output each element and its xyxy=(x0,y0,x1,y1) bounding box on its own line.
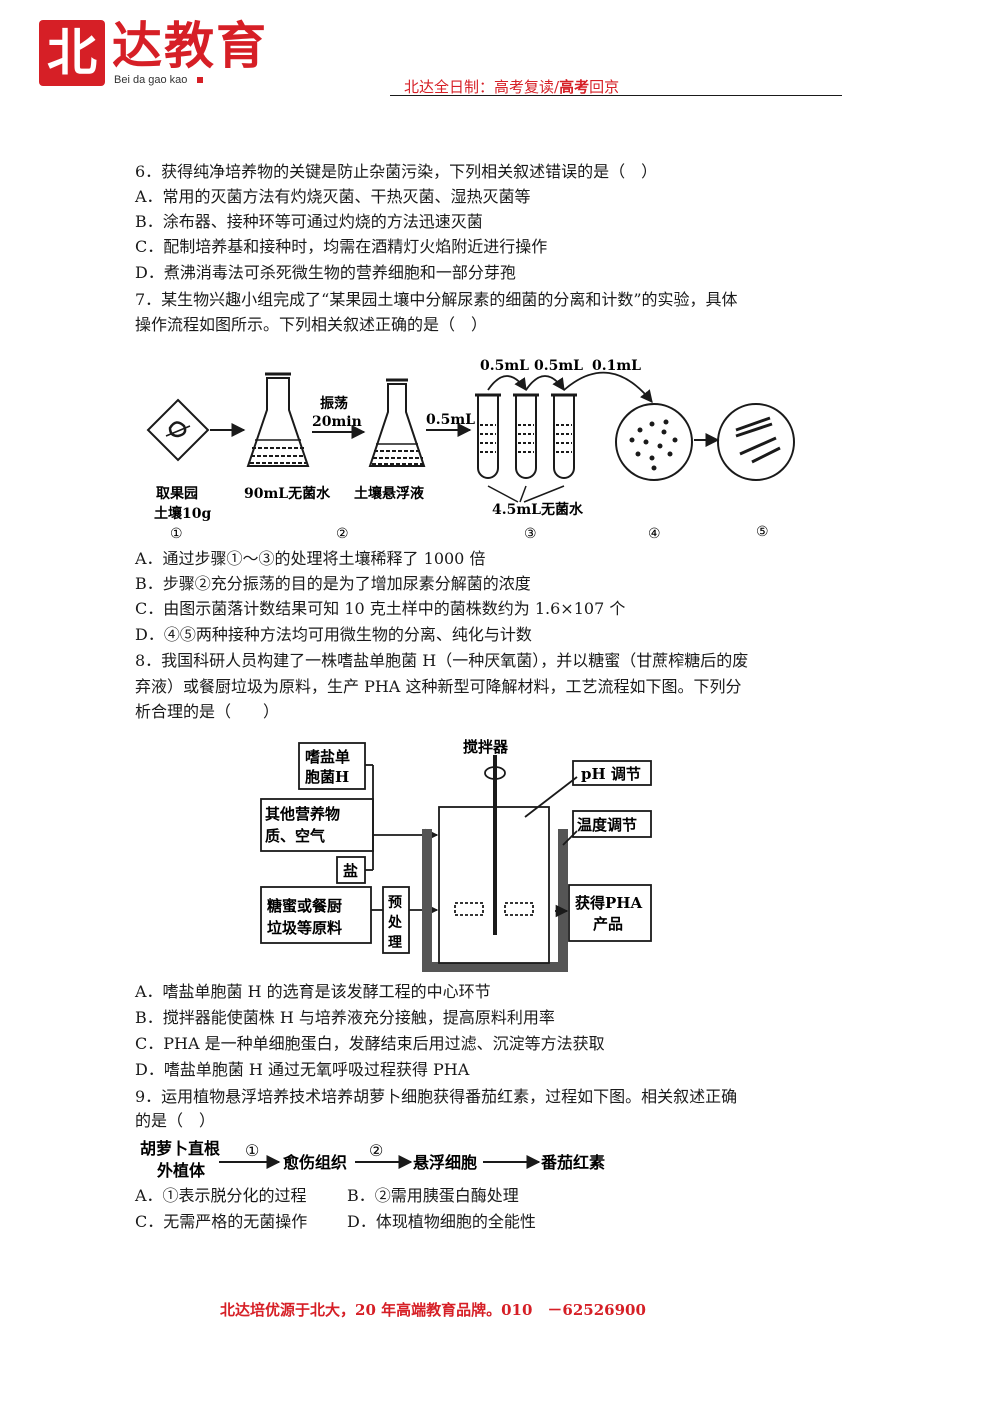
explant-label-line1: 胡萝卜直根 xyxy=(140,1139,220,1158)
q8-stem-line1: 8．我国科研人员构建了一株嗜盐单胞菌 H（一种厌氧菌），并以糖蜜（甘蔗榨糖后的废 xyxy=(135,651,749,670)
box-ph-control xyxy=(572,760,652,786)
step-2-marker: ② xyxy=(369,1141,383,1160)
q8-option-c: C．PHA 是一种单细胞蛋白，发酵结束后用过滤、沉淀等方法获取 xyxy=(135,1034,605,1053)
colony-dots xyxy=(629,419,678,471)
q6-option-d: D．煮沸消毒法可杀死微生物的营养细胞和一部分芽孢 xyxy=(135,263,516,282)
stirrer-rotation-icon xyxy=(484,766,506,780)
step-1-marker: ① xyxy=(245,1141,259,1160)
vol-label-1: 0.5mL xyxy=(426,412,475,428)
step-number-4: ④ xyxy=(648,526,661,542)
salt-label: 盐 xyxy=(343,862,358,880)
q8-figure: 嗜盐单 胞菌H 其他营养物 质、空气 盐 糖蜜或餐厨 垃圾等原料 预 处 理 搅… xyxy=(260,738,652,972)
raw-label-line1: 糖蜜或餐厨 xyxy=(267,897,342,915)
flask1-label: 90mL无菌水 xyxy=(244,485,331,502)
q9-option-b: B．②需用胰蛋白酶处理 xyxy=(347,1186,519,1205)
shake-time-label: 20min xyxy=(312,414,362,430)
vol-label-4: 0.1mL xyxy=(592,358,641,374)
q6-option-b: B．涂布器、接种环等可通过灼烧的方法迅速灭菌 xyxy=(135,212,483,231)
box-product xyxy=(568,884,652,942)
spread-plate-icon xyxy=(615,403,693,481)
callus-label: 愈伤组织 xyxy=(283,1153,347,1172)
step-number-1: ① xyxy=(170,526,183,542)
pre-label-2: 处 xyxy=(387,914,403,931)
q6-stem: 6．获得纯净培养物的关键是防止杂菌污染，下列相关叙述错误的是（ ） xyxy=(135,162,658,181)
header-divider xyxy=(390,95,842,96)
box-pretreatment xyxy=(382,886,410,954)
lycopene-label: 番茄红素 xyxy=(540,1153,605,1172)
suspension-label: 悬浮细胞 xyxy=(412,1153,477,1172)
q8-stem-line2: 弃液）或餐厨垃圾为原料，生产 PHA 这种新型可降解材料，工艺流程如下图。下列分 xyxy=(135,677,742,696)
strain-label-line1: 嗜盐单 xyxy=(305,748,350,766)
q9-stem-line1: 9．运用植物悬浮培养技术培养胡萝卜细胞获得番茄红素，过程如下图。相关叙述正确 xyxy=(135,1087,738,1106)
step-number-3: ③ xyxy=(524,526,537,542)
box-strain xyxy=(298,742,366,790)
product-label-line1: 获得PHA xyxy=(575,894,642,912)
logo-brand: 达教育 xyxy=(112,16,268,75)
explant-label-line2: 外植体 xyxy=(156,1161,206,1180)
q7-option-d: D．④⑤两种接种方法均可用微生物的分离、纯化与计数 xyxy=(135,625,532,644)
pre-label-3: 理 xyxy=(388,935,402,951)
soil-sample-icon xyxy=(146,398,210,462)
flask-water-icon xyxy=(246,372,310,467)
q9-option-c: C．无需严格的无菌操作 xyxy=(135,1212,308,1231)
logo-badge xyxy=(39,20,105,86)
q9-stem-line2: 的是（ ） xyxy=(135,1111,216,1130)
flask-suspension-icon xyxy=(368,378,426,467)
dilution-tubes-icon xyxy=(475,393,577,479)
q9-option-d: D．体现植物细胞的全能性 xyxy=(347,1212,536,1231)
q9-option-a: A．①表示脱分化的过程 xyxy=(135,1186,307,1205)
box-temp-control xyxy=(572,810,652,838)
step1-label-line1: 取果园 xyxy=(156,486,198,502)
logo-pinyin: Bei da gao kao xyxy=(114,74,188,86)
pre-label-1: 预 xyxy=(388,895,402,911)
q7-stem-line2: 操作流程如图所示。下列相关叙述正确的是（ ） xyxy=(135,315,488,334)
shake-label: 振荡 xyxy=(320,395,348,412)
q8-option-b: B．搅拌器能使菌株 H 与培养液充分接触，提高原料利用率 xyxy=(135,1008,555,1027)
product-label-line2: 产品 xyxy=(593,915,623,933)
q8-option-a: A．嗜盐单胞菌 H 的选育是该发酵工程的中心环节 xyxy=(135,982,491,1001)
q8-option-d: D．嗜盐单胞菌 H 通过无氧呼吸过程获得 PHA xyxy=(135,1060,470,1079)
tubes-label: 4.5mL无菌水 xyxy=(492,501,584,518)
temp-label: 温度调节 xyxy=(577,816,637,834)
q6-option-c: C．配制培养基和接种时，均需在酒精灯火焰附近进行操作 xyxy=(135,237,548,256)
box-raw-material xyxy=(260,886,372,944)
footer-slogan: 北达培优源于北大，20 年高端教育品牌。010 －62526900 xyxy=(220,1301,646,1319)
stirrer-label: 搅拌器 xyxy=(463,738,509,756)
q6-option-a: A．常用的灭菌方法有灼烧灭菌、干热灭菌、湿热灭菌等 xyxy=(135,187,531,206)
logo-char: 北 xyxy=(47,24,97,82)
q7-figure: 振荡 20min 0.5mL 0.5mL 0.5mL 0.1mL 取果园 土壤1… xyxy=(146,358,795,542)
q7-option-c: C．由图示菌落计数结果可知 10 克土样中的菌株数约为 1.6×107 个 xyxy=(135,599,626,618)
step1-label-line2: 土壤10g xyxy=(154,505,211,522)
header-slogan: 北达全日制：高考复读/高考回京 xyxy=(404,78,620,96)
streak-plate-icon xyxy=(717,403,795,481)
nutrients-label-line1: 其他营养物 xyxy=(265,805,340,823)
nutrients-label-line2: 质、空气 xyxy=(265,827,325,845)
ph-label: pH 调节 xyxy=(581,765,641,783)
q7-stem-line1: 7．某生物兴趣小组完成了“某果园土壤中分解尿素的细菌的分离和计数”的实验，具体 xyxy=(135,290,738,309)
q8-stem-line3: 析合理的是（ ） xyxy=(135,702,280,721)
step-number-5: ⑤ xyxy=(756,524,769,540)
logo-square-icon xyxy=(197,77,203,83)
vol-label-3: 0.5mL xyxy=(534,358,583,374)
raw-label-line2: 垃圾等原料 xyxy=(267,919,342,937)
q9-figure: 胡萝卜直根 外植体 ① 愈伤组织 ② 悬浮细胞 番茄红素 xyxy=(140,1139,605,1180)
flask2-label: 土壤悬浮液 xyxy=(354,485,425,502)
q7-option-b: B．步骤②充分振荡的目的是为了增加尿素分解菌的浓度 xyxy=(135,574,531,593)
vol-label-2: 0.5mL xyxy=(480,358,529,374)
step-number-2: ② xyxy=(336,526,349,542)
strain-label-line2: 胞菌H xyxy=(304,768,349,786)
q7-option-a: A．通过步骤①～③的处理将土壤稀释了 1000 倍 xyxy=(135,549,486,568)
